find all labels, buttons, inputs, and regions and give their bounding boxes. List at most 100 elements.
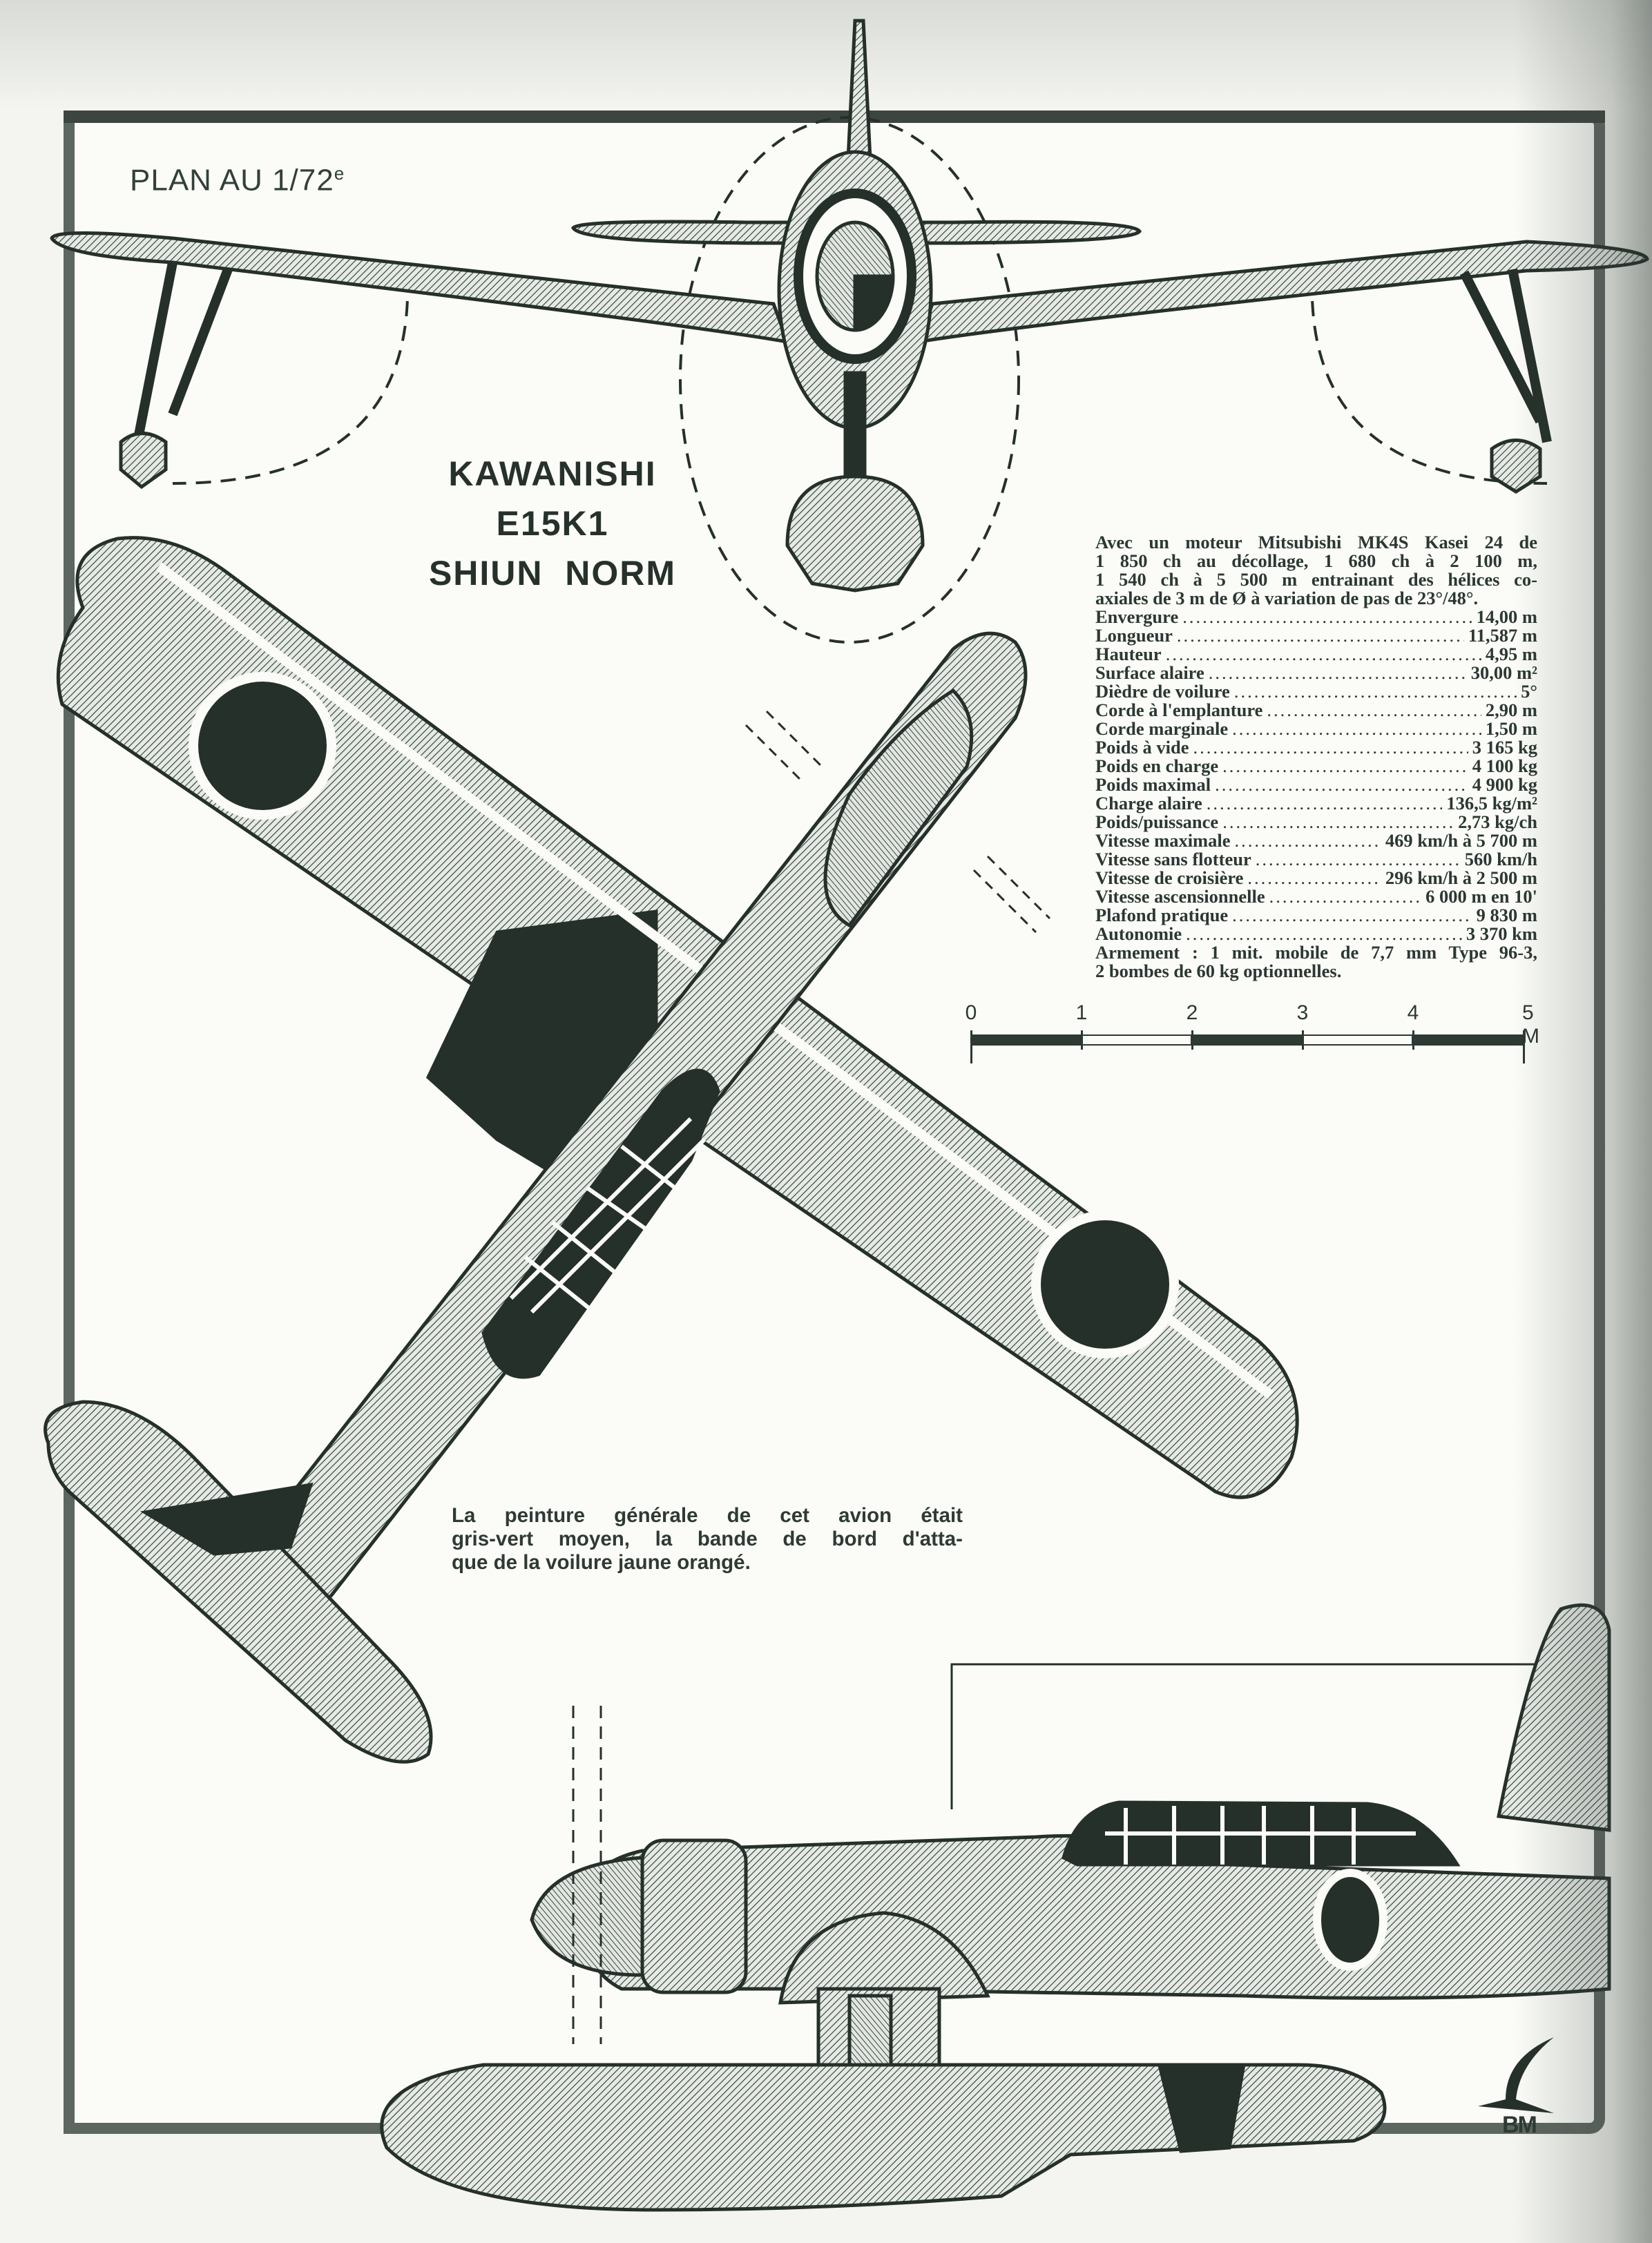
scale-label-sup: e <box>334 163 345 184</box>
wing-left <box>50 231 790 345</box>
dot-leader <box>1193 738 1468 757</box>
spec-row: Corde à l'emplanture2,90 m <box>1095 701 1537 720</box>
dot-leader <box>1269 887 1421 906</box>
spec-value: 3 165 kg <box>1472 737 1537 758</box>
spec-row: Charge alaire136,5 kg/m² <box>1095 794 1537 813</box>
title-designation: E15K1 <box>496 504 609 543</box>
strut-right <box>1459 268 1552 443</box>
spec-label: Surface alaire <box>1095 662 1204 683</box>
paint-note: La peinture générale de cet avion était … <box>452 1504 963 1575</box>
spec-label: Vitesse de croisière <box>1095 867 1244 888</box>
aircraft-title: KAWANISHI E15K1 SHIUN NORM <box>407 449 698 598</box>
spec-row: Dièdre de voilure 5° <box>1095 682 1537 701</box>
main-float-front <box>785 474 925 593</box>
dot-leader <box>1235 831 1381 850</box>
spec-value: 11,587 m <box>1468 625 1537 646</box>
spec-row: Envergure14,00 m <box>1095 608 1537 626</box>
spec-row: Vitesse maximale469 km/h à 5 700 m <box>1095 831 1537 850</box>
spec-label: Dièdre de voilure <box>1095 681 1230 702</box>
spec-value: 4,95 m <box>1485 644 1537 664</box>
armament-line: 2 bombes de 60 kg optionnelles. <box>1095 961 1342 981</box>
spec-row: Plafond pratique 9 830 m <box>1095 906 1537 925</box>
wing-roundel-left <box>189 672 336 820</box>
spec-label: Plafond pratique <box>1095 905 1229 925</box>
spec-value: 560 km/h <box>1464 849 1537 869</box>
spec-value: 4 100 kg <box>1472 755 1537 776</box>
main-float-side <box>380 2063 1387 2212</box>
scale-tick <box>1523 1030 1525 1063</box>
scale-tick-label: 2 <box>1186 1001 1198 1024</box>
fuselage-roundel <box>1313 1869 1387 1971</box>
spec-row: Poids en charge4 100 kg <box>1095 757 1537 776</box>
armament: Armement : 1 mit. mobile de 7,7 mm Type … <box>1095 943 1537 981</box>
spec-row: Vitesse sans flotteur 560 km/h <box>1095 850 1537 869</box>
title-name: SHIUN NORM <box>428 554 677 593</box>
wing-roundel-right <box>1031 1211 1179 1358</box>
engine-line: 1 540 ch à 5 500 m entrainant des hélice… <box>1095 569 1537 590</box>
spec-row: Autonomie3 370 km <box>1095 925 1537 943</box>
spec-row: Poids à vide 3 165 kg <box>1095 738 1537 757</box>
engine-cowling <box>823 688 974 928</box>
spec-row: Corde marginale1,50 m <box>1095 720 1537 738</box>
dot-leader <box>1256 850 1461 869</box>
engine-line: Avec un moteur Mitsubishi MK4S Kasei 24 … <box>1095 532 1537 552</box>
spec-value: 9 830 m <box>1476 905 1537 925</box>
scale-label: PLAN AU 1/72e <box>130 163 345 198</box>
dot-leader <box>1232 906 1472 925</box>
dot-leader <box>1186 925 1462 943</box>
scale-tick <box>1191 1030 1193 1050</box>
wingtip-float-left <box>119 432 168 490</box>
spinner-side <box>530 1856 644 1977</box>
scale-segment-dark <box>1192 1034 1303 1046</box>
side-view <box>380 1603 1611 2212</box>
spec-row: Hauteur 4,95 m <box>1095 645 1537 664</box>
scale-tick-label: 3 <box>1296 1001 1309 1024</box>
spec-value: 2,73 kg/ch <box>1458 811 1537 832</box>
wing-right <box>916 240 1649 345</box>
spec-value: 296 km/h à 2 500 m <box>1385 867 1537 888</box>
dot-leader <box>1267 701 1481 720</box>
spec-label: Poids à vide <box>1095 737 1189 758</box>
scale-segment-dark <box>1413 1034 1524 1046</box>
scale-tick-label: 0 <box>965 1001 977 1024</box>
engine-line: 1 850 ch au décollage, 1 680 ch à 2 100 … <box>1095 550 1537 571</box>
spec-value: 14,00 m <box>1476 606 1537 627</box>
bm-logo-bird <box>1478 2037 1554 2113</box>
engine-line: axiales de 3 m de Ø à variation de pas d… <box>1095 588 1479 608</box>
paint-note-line: que de la voilure jaune orangé. <box>452 1551 751 1574</box>
dot-leader <box>1177 626 1464 645</box>
dot-leader <box>1215 776 1468 794</box>
antenna-wire <box>950 1663 1547 1809</box>
dot-leader <box>1222 813 1454 831</box>
spec-row: Poids maximal4 900 kg <box>1095 776 1537 794</box>
scale-label-text: PLAN AU 1/72 <box>130 163 334 198</box>
prop-reference-lines <box>745 710 1051 934</box>
title-manufacturer: KAWANISHI <box>448 454 657 493</box>
canopy-frames-side <box>1105 1806 1416 1865</box>
frame-top-border <box>64 110 1605 123</box>
spec-label: Autonomie <box>1095 923 1182 944</box>
spec-value: 469 km/h à 5 700 m <box>1385 830 1537 851</box>
spec-label: Vitesse ascensionnelle <box>1095 886 1265 907</box>
spec-label: Longueur <box>1095 625 1173 646</box>
spec-row: Vitesse ascensionnelle6 000 m en 10' <box>1095 887 1537 906</box>
scale-segment-dark <box>971 1034 1082 1046</box>
spec-label: Charge alaire <box>1095 793 1202 814</box>
dot-leader <box>1222 757 1468 776</box>
spec-value: 30,00 m² <box>1470 662 1537 683</box>
dot-leader <box>1234 682 1517 701</box>
spec-label: Corde à l'emplanture <box>1095 700 1263 720</box>
spec-row: Vitesse de croisière 296 km/h à 2 500 m <box>1095 869 1537 887</box>
dot-leader <box>1207 794 1443 813</box>
tail-fin-side <box>1497 1603 1611 1832</box>
engine-description: Avec un moteur Mitsubishi MK4S Kasei 24 … <box>1095 533 1537 608</box>
spec-row: Surface alaire 30,00 m² <box>1095 664 1537 682</box>
spec-row: Poids/puissance2,73 kg/ch <box>1095 813 1537 831</box>
scale-tick <box>1412 1030 1414 1050</box>
spec-label: Vitesse sans flotteur <box>1095 849 1251 869</box>
paint-note-line: La peinture générale de cet avion était <box>452 1504 963 1527</box>
spec-value: 5° <box>1521 681 1537 702</box>
publisher-logo-text: BM <box>1502 2112 1537 2138</box>
spec-label: Hauteur <box>1095 644 1162 664</box>
